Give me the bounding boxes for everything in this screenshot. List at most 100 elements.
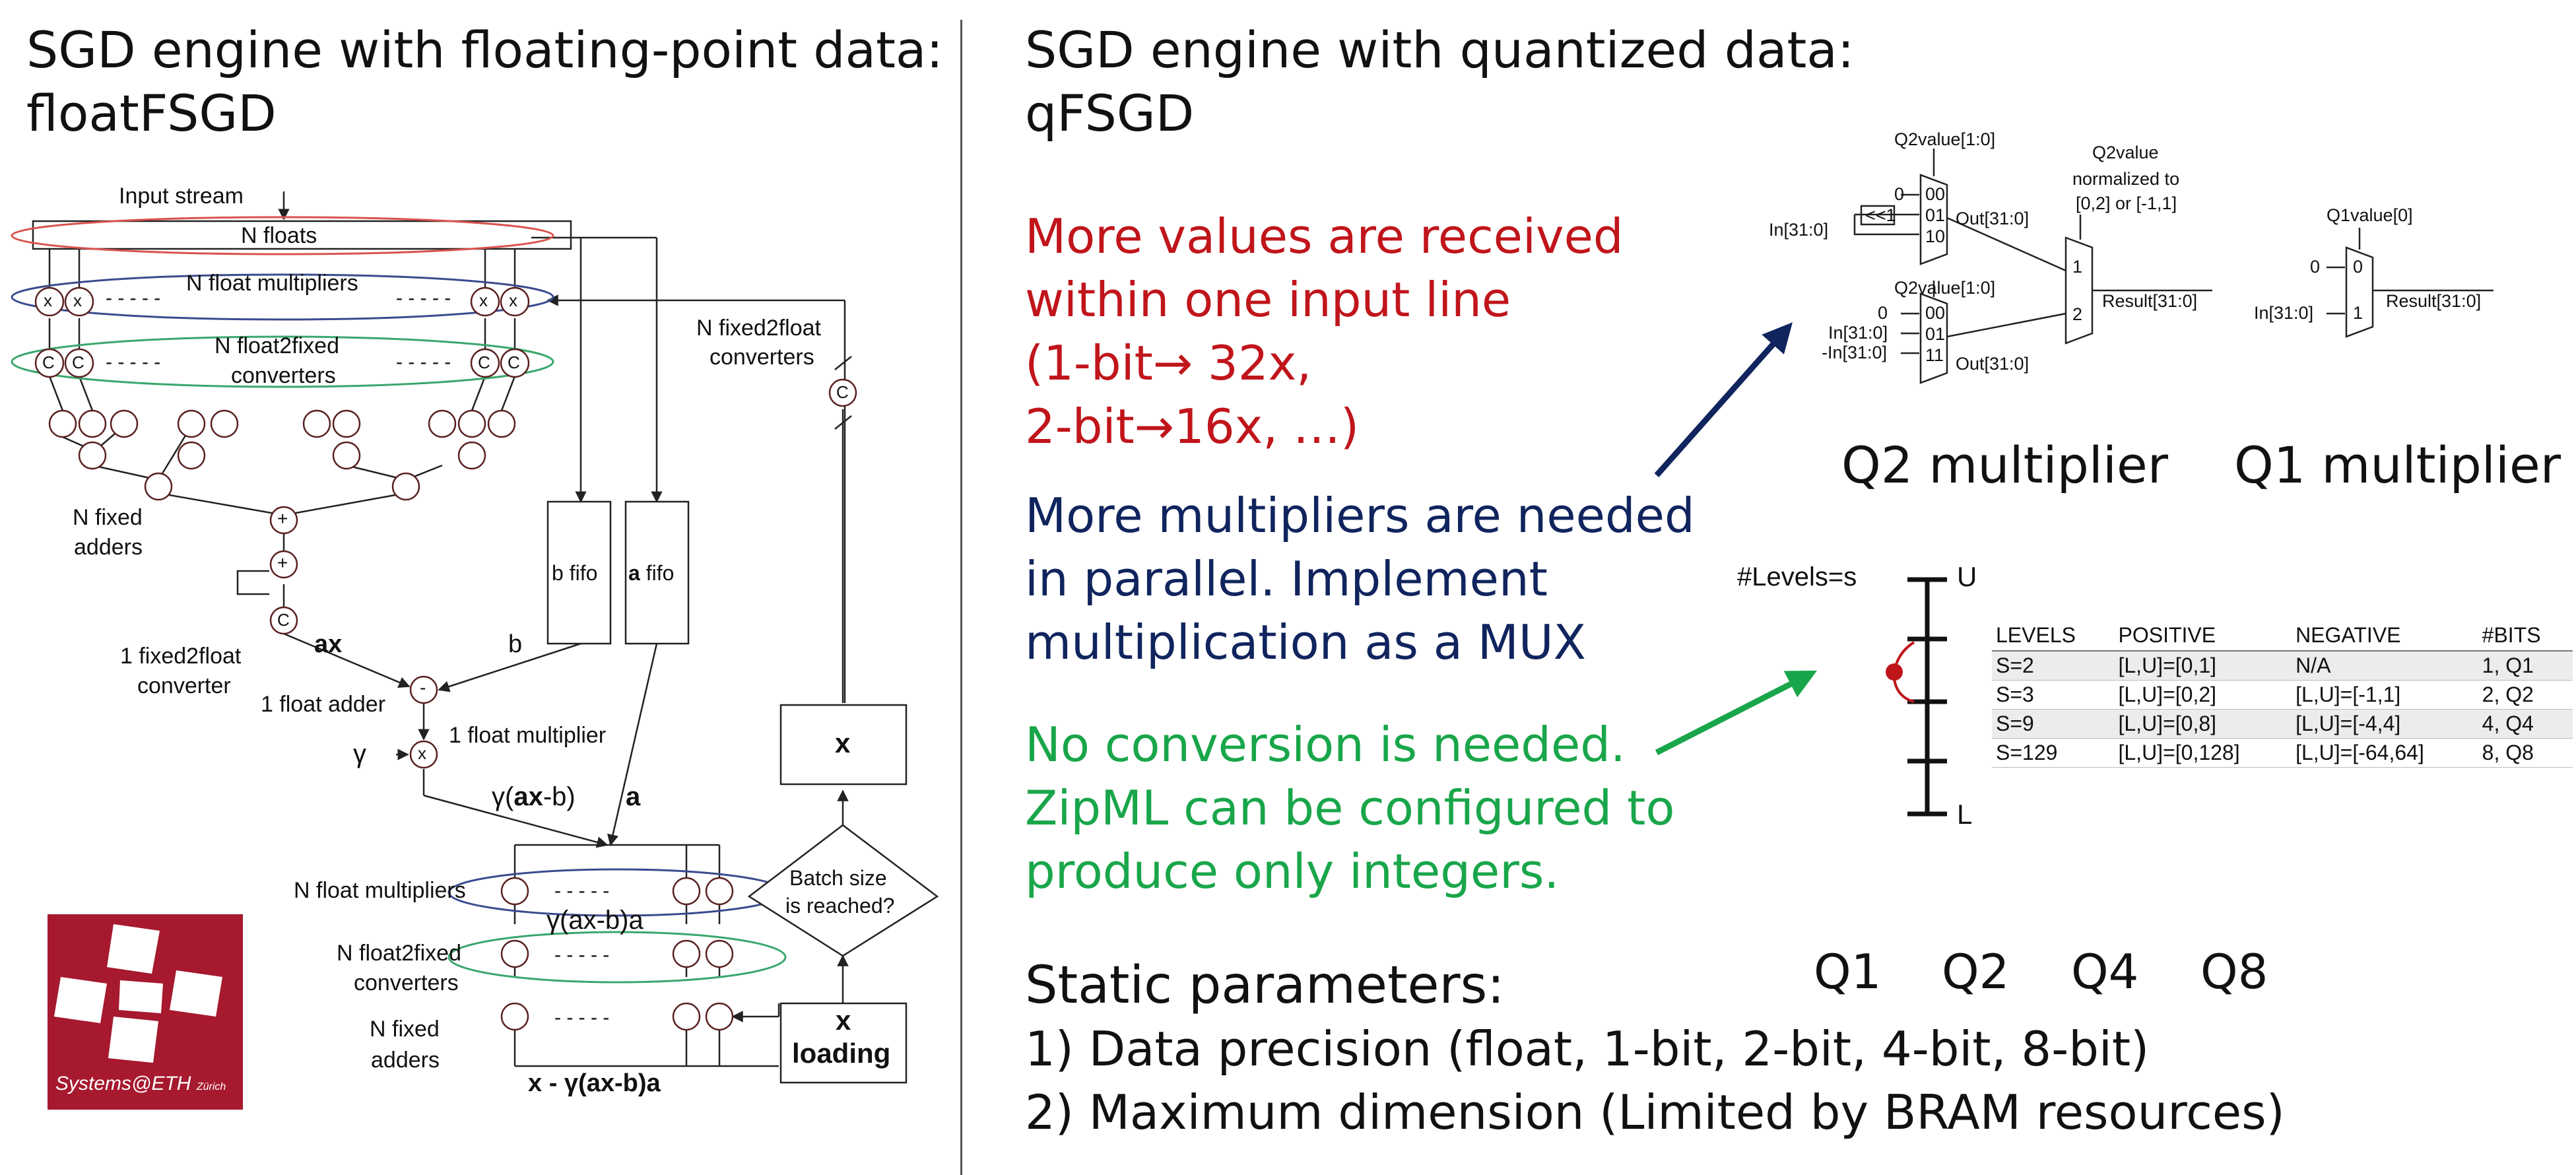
- blue-note-line: multiplication as a MUX: [1025, 615, 1586, 670]
- q1-multiplier-label: Q1 multiplier: [2234, 436, 2561, 494]
- dashes-mult-right: - - - - -: [396, 287, 451, 309]
- final-sel-1: 1: [2072, 257, 2082, 277]
- sel-00-lower: 00: [1925, 303, 1945, 323]
- batch-line1: Batch size: [789, 866, 887, 890]
- conv-symbol: C: [72, 352, 84, 372]
- n-float2fixed-top-line1: N float2fixed: [215, 333, 339, 358]
- table-cell: [L,U]=[0,8]: [2114, 709, 2292, 739]
- eth-logo-mark: [54, 924, 222, 1063]
- a-label: a: [626, 782, 641, 811]
- blue-note-line: More multipliers are needed: [1025, 488, 1695, 543]
- one-float-multiplier-label: 1 float multiplier: [449, 723, 607, 748]
- sel-00-upper: 00: [1925, 184, 1945, 204]
- b-fifo-label: b fifo: [552, 561, 598, 585]
- table-cell: [L,U]=[0,128]: [2114, 738, 2292, 768]
- add-symbol: +: [277, 508, 288, 529]
- a-fifo-box: [624, 500, 690, 645]
- table-cell: S=3: [1992, 680, 2115, 710]
- sel-01-upper: 01: [1925, 205, 1945, 225]
- a-fifo-label: a fifo: [628, 561, 675, 585]
- result-q2: Result[31:0]: [2102, 291, 2197, 311]
- in-lower: In[31:0]: [1828, 323, 1888, 343]
- conv-symbol: C: [42, 352, 55, 372]
- blue-note-line: in parallel. Implement: [1025, 551, 1548, 607]
- x-box-label: x: [835, 727, 851, 758]
- x-loading-x: x: [836, 1005, 851, 1036]
- gamma-label: γ: [353, 739, 366, 768]
- in-upper: In[31:0]: [1769, 220, 1828, 240]
- x-loading-box: [779, 1002, 908, 1084]
- ax-label: ax: [314, 630, 343, 658]
- mult-symbol: x: [73, 290, 82, 310]
- red-note: More values are received within one inpu…: [1025, 205, 1624, 458]
- table-cell: N/A: [2292, 651, 2478, 681]
- x-loading-label: loading: [792, 1038, 891, 1069]
- q1value: Q1value[0]: [2327, 205, 2413, 225]
- green-note-line: produce only integers.: [1025, 844, 1560, 899]
- n-float-multipliers-top-label: N float multipliers: [186, 271, 358, 296]
- static-param-item: 2) Maximum dimension (Limited by BRAM re…: [1025, 1085, 2285, 1140]
- static-params-title: Static parameters:: [1025, 956, 1505, 1015]
- q-label-q2: Q2: [1942, 944, 2010, 999]
- mult-symbol: x: [418, 743, 426, 763]
- table-cell: [L,U]=[-64,64]: [2292, 738, 2478, 768]
- q-label-q8: Q8: [2200, 944, 2268, 999]
- eth-logo: Systems@ETH Zürich: [48, 914, 243, 1110]
- sub-symbol: -: [420, 677, 426, 698]
- n-fixed2float-line2: converters: [710, 345, 814, 370]
- left-title-line2: floatFSGD: [26, 84, 277, 143]
- fixed2float-line2: converter: [137, 673, 231, 698]
- q2value-norm-line3: [0,2] or [-1,1]: [2076, 193, 2177, 213]
- n-fixed-bottom-line2: adders: [371, 1048, 440, 1073]
- table-cell: [L,U]=[-1,1]: [2292, 680, 2478, 710]
- blue-note: More multipliers are needed in parallel.…: [1025, 484, 1695, 674]
- zero-lower: 0: [1878, 303, 1888, 323]
- add-symbol: +: [277, 553, 288, 573]
- sel-10-upper: 10: [1925, 226, 1945, 246]
- green-note: No conversion is needed. ZipML can be co…: [1025, 713, 1674, 903]
- one-float-adder-label: 1 float adder: [261, 692, 386, 717]
- q2value-norm-line1: Q2value: [2092, 143, 2159, 162]
- sel-1-q1: 1: [2353, 303, 2363, 323]
- mux-diagram: Q2value[1:0] Q2value[1:0] Q2value normal…: [1769, 129, 2493, 384]
- table-row: S=3 [L,U]=[0,2] [L,U]=[-1,1] 2, Q2: [1992, 680, 2573, 710]
- red-note-line: More values are received: [1025, 209, 1624, 264]
- dashes-conv-right: - - - - -: [396, 351, 451, 373]
- static-params: Static parameters: 1) Data precision (fl…: [1025, 954, 2285, 1144]
- dashes-conv-left: - - - - -: [106, 351, 161, 373]
- left-title-line1: SGD engine with floating-point data:: [26, 20, 944, 79]
- gamma-axb-a: γ(ax-b)a: [546, 906, 644, 935]
- dashes-bottom-add: - - - - -: [554, 1007, 610, 1028]
- x-box: [779, 704, 908, 786]
- table-cell: S=2: [1992, 651, 2115, 681]
- mult-symbol: x: [509, 290, 517, 310]
- table-cell: S=129: [1992, 738, 2115, 768]
- dashes-mult-left: - - - - -: [106, 287, 161, 309]
- final-expr: x - γ(ax-b)a: [528, 1069, 661, 1097]
- n-fixed-adders-line2: adders: [74, 535, 143, 560]
- n-float-multipliers-bottom-label: N float multipliers: [294, 878, 466, 903]
- conv-symbol: C: [508, 352, 520, 372]
- n-floats-label: N floats: [241, 223, 317, 248]
- table-cell: 2, Q2: [2478, 680, 2573, 710]
- table-cell: 1, Q1: [2478, 651, 2573, 681]
- out-lower: Out[31:0]: [1956, 354, 2029, 374]
- table-cell: [L,U]=[-4,4]: [2292, 709, 2478, 739]
- result-q1: Result[31:0]: [2386, 291, 2481, 311]
- sel-0-q1: 0: [2353, 257, 2363, 277]
- right-title-line2: qFSGD: [1025, 84, 1195, 143]
- table-cell: S=9: [1992, 709, 2115, 739]
- n-fixed-bottom-line1: N fixed: [370, 1017, 440, 1042]
- table-row: S=129 [L,U]=[0,128] [L,U]=[-64,64] 8, Q8: [1992, 738, 2573, 768]
- blue-arrow: [1654, 322, 1793, 477]
- right-title-line1: SGD engine with quantized data:: [1025, 20, 1855, 79]
- q2value-lower: Q2value[1:0]: [1894, 278, 1995, 298]
- levels-header: LEVELS: [1992, 622, 2115, 652]
- levels-header: POSITIVE: [2114, 622, 2292, 652]
- shift-op: <<1: [1865, 205, 1896, 225]
- final-sel-2: 2: [2072, 304, 2082, 324]
- out-upper: Out[31:0]: [1956, 209, 2029, 228]
- q-label-q1: Q1: [1814, 944, 1882, 999]
- floatfsgd-diagram: [11, 191, 939, 1084]
- level-u-label: U: [1957, 561, 1977, 592]
